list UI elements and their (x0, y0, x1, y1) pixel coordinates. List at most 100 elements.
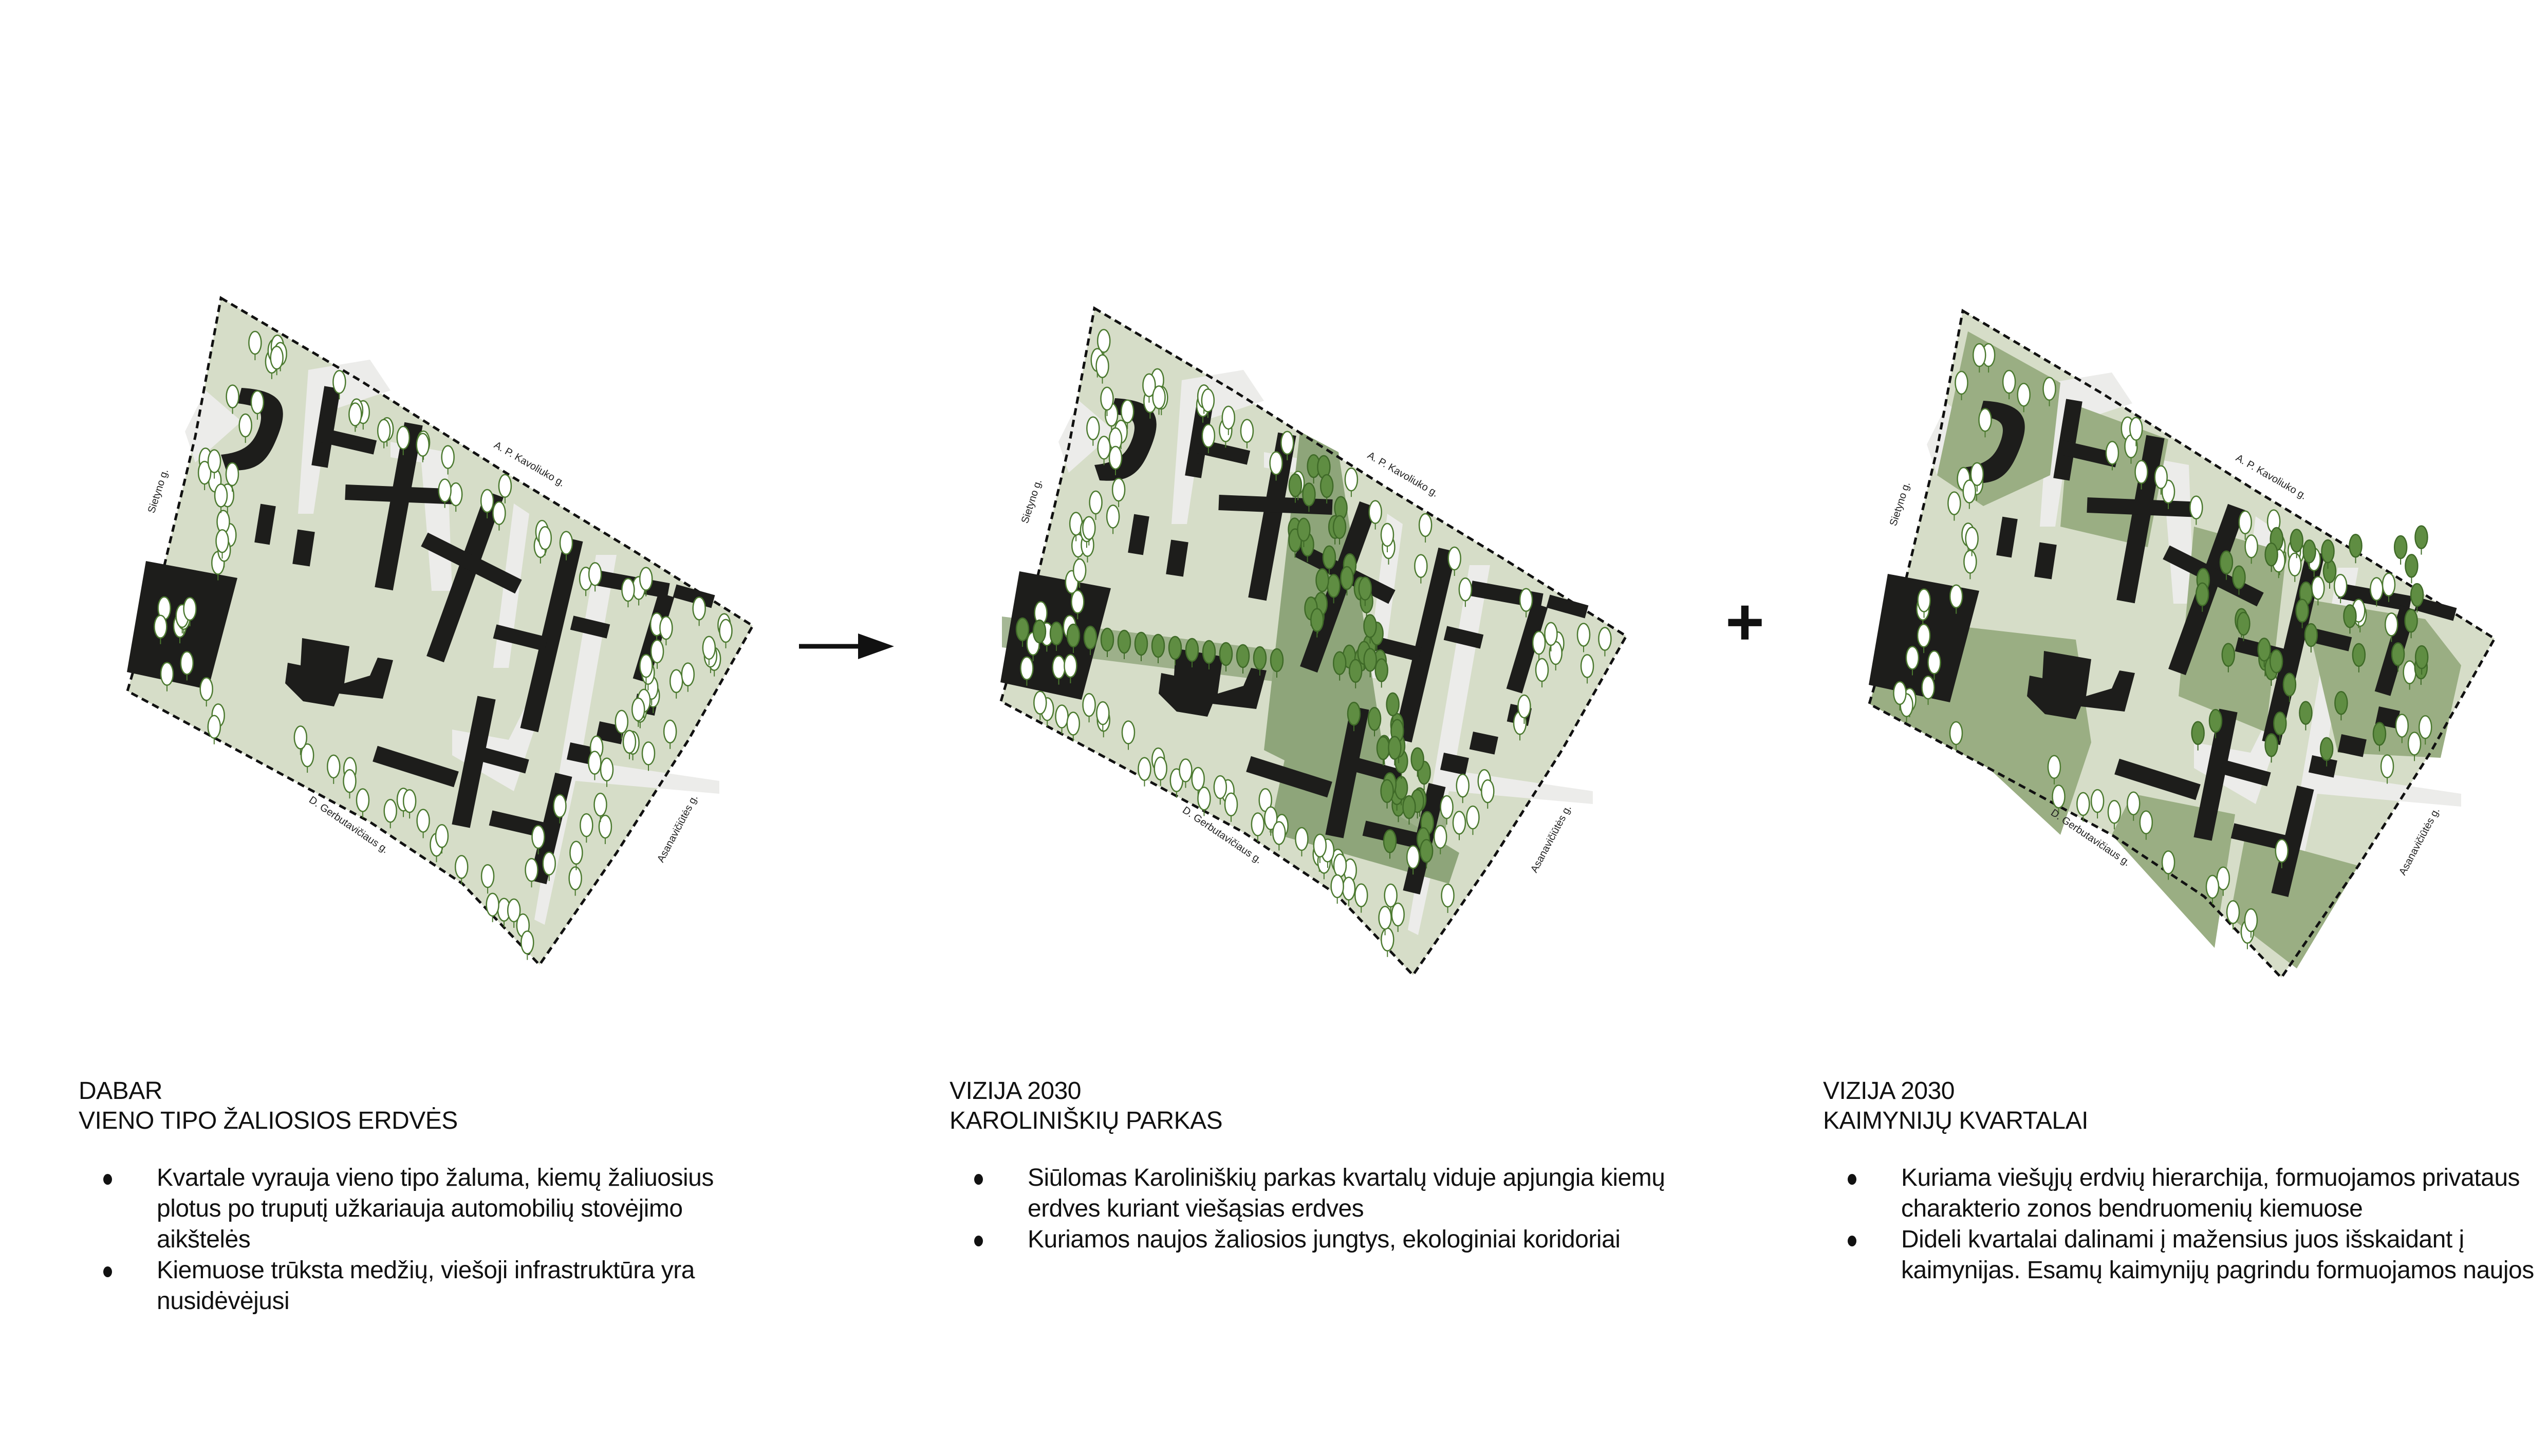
tree-crown (183, 596, 197, 621)
tree-icon (588, 562, 602, 592)
tree-crown (1297, 517, 1311, 542)
tree-icon (1517, 694, 1531, 724)
tree-crown (1544, 622, 1558, 646)
tree-crown (1576, 623, 1591, 647)
tree-icon (1481, 779, 1495, 809)
tree-crown (498, 474, 512, 498)
tree-crown (1418, 513, 1433, 537)
tree-icon (300, 743, 314, 773)
tree-icon (1447, 546, 1461, 576)
tree-crown (622, 730, 637, 754)
tree-icon (507, 898, 521, 928)
tree-crown (1095, 354, 1109, 378)
column-title-line2: KAROLINIŠKIŲ PARKAS (950, 1107, 1223, 1134)
tree-crown (1313, 833, 1327, 858)
tree-icon (1598, 627, 1612, 657)
tree-crown (2090, 789, 2105, 813)
tree-icon (1917, 623, 1931, 654)
tree-icon (207, 715, 221, 744)
tree-icon (226, 384, 239, 414)
tree-icon (1402, 795, 1416, 825)
tree-crown (1347, 701, 1361, 726)
tree-crown (480, 864, 495, 888)
tree-icon (2216, 866, 2230, 896)
paved-area (1171, 370, 1264, 524)
paved-area (2040, 372, 2132, 527)
paved-area (185, 390, 241, 462)
tree-crown (454, 855, 469, 879)
tree-crown (1263, 806, 1278, 830)
tree-icon (480, 864, 495, 894)
tree-crown (2244, 534, 2258, 558)
paved-area (298, 360, 390, 514)
tree-crown (2154, 465, 2168, 490)
tree-icon (1466, 805, 1480, 835)
tree-icon (2321, 539, 2335, 569)
tree-icon (2282, 673, 2297, 702)
tree-crown (1947, 491, 1961, 515)
tree-crown (1410, 747, 1424, 771)
tree-crown (1332, 515, 1347, 539)
tree-crown (1386, 692, 1400, 717)
tree-icon (1344, 467, 1359, 497)
tree-crown (2372, 722, 2387, 746)
tree-icon (1532, 630, 1546, 661)
tree-icon (2372, 722, 2387, 752)
tree-icon (2237, 611, 2251, 641)
building (2220, 759, 2271, 787)
street-label-south-east: Asanavičiūtės g. (1529, 803, 1574, 874)
tree-icon (2302, 539, 2316, 569)
tree-crown (1269, 451, 1283, 475)
neighbourhood-zone (2230, 835, 2358, 968)
tree-icon (1383, 829, 1397, 859)
tree-crown (1517, 694, 1531, 719)
tree-icon (542, 851, 556, 881)
tree-icon (1055, 704, 1069, 734)
tree-crown (1391, 902, 1405, 927)
tree-icon (631, 697, 645, 727)
tree-icon (525, 857, 538, 888)
tree-icon (588, 751, 602, 780)
tree-crown (2349, 534, 2363, 558)
list-item: Dideli kvartalai dalinami į mažensius ju… (1823, 1224, 2548, 1286)
tree-icon (1106, 505, 1120, 534)
tree-icon (2273, 711, 2287, 741)
tree-crown (1052, 655, 1066, 679)
tree-crown (520, 930, 534, 955)
tree-crown (1236, 644, 1250, 668)
tree-crown (2134, 460, 2148, 484)
list-item: Siūlomas Karoliniškių parkas kvartalų vi… (950, 1163, 1675, 1224)
tree-crown (2264, 733, 2278, 757)
tree-icon (480, 489, 494, 518)
tree-crown (1917, 623, 1931, 648)
column-title-line1: DABAR (79, 1077, 162, 1105)
tree-icon (520, 930, 534, 960)
tree-icon (1049, 621, 1064, 651)
tree-crown (1519, 588, 1533, 612)
tree-crown (2343, 604, 2357, 628)
tree-icon (1154, 756, 1167, 786)
tree-icon (180, 651, 194, 681)
site-plan-park-vision: Sietyno g.A. P. Kavoliuko g.D. Gerbutavi… (999, 306, 1628, 977)
building (285, 638, 393, 706)
tree-crown (160, 662, 174, 686)
tree-icon (538, 526, 552, 556)
tree-icon (270, 346, 284, 376)
tree-icon (1322, 545, 1336, 575)
tree-crown (2219, 550, 2234, 574)
tree-crown (2191, 721, 2205, 745)
tree-crown (1185, 638, 1199, 662)
tree-icon (1142, 373, 1156, 403)
tree-crown (588, 751, 602, 775)
building (2163, 545, 2264, 607)
building (311, 386, 341, 468)
site-plan-neighbourhood-vision: Sietyno g.A. P. Kavoliuko g.D. Gerbutavi… (1868, 309, 2497, 980)
tree-crown (1288, 473, 1303, 497)
tree-icon (1096, 329, 1111, 359)
tree-icon (2076, 792, 2090, 822)
tree-icon (332, 370, 346, 400)
building (254, 503, 276, 545)
tree-icon (2208, 708, 2223, 739)
tree-crown (2414, 525, 2428, 549)
tree-crown (1224, 792, 1238, 817)
